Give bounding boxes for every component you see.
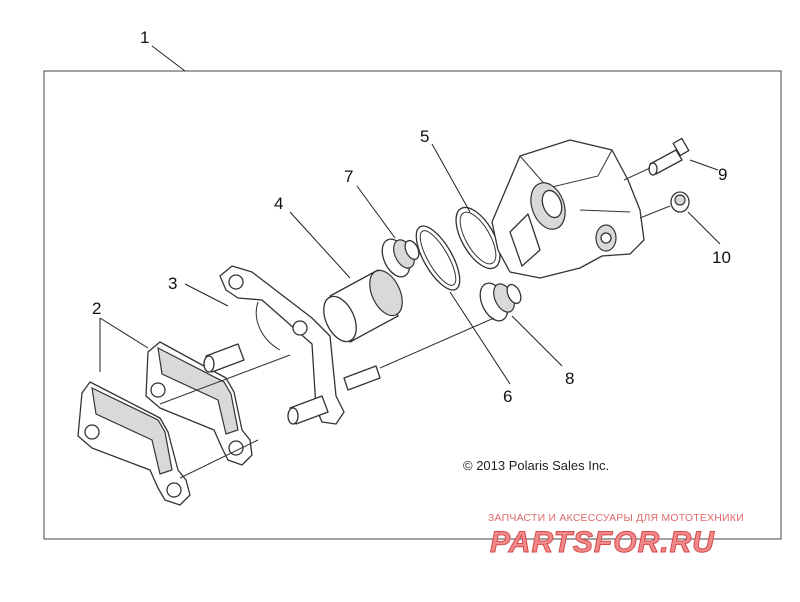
leader-6 (449, 291, 511, 385)
callout-8: 8 (565, 369, 574, 388)
watermark-brand: PARTSFOR.RU (490, 526, 715, 559)
leader-4 (289, 211, 351, 279)
caliper-bracket (203, 265, 381, 425)
bleed-cap (670, 191, 690, 213)
alignment-line (379, 317, 495, 369)
leader-2b (99, 317, 149, 349)
callout-3: 3 (168, 274, 177, 293)
callout-7: 7 (344, 167, 353, 186)
alignment-line (159, 354, 291, 405)
brake-pad-inner (145, 341, 253, 466)
callout-4: 4 (274, 194, 283, 213)
callout-1: 1 (140, 28, 149, 47)
leader-8 (511, 315, 563, 367)
alignment-line (639, 205, 671, 219)
leader-7 (356, 185, 396, 239)
leader-3 (184, 283, 229, 307)
piston-boot (381, 238, 420, 278)
callout-5: 5 (420, 127, 429, 146)
watermark-tagline: ЗАПЧАСТИ И АКСЕССУАРЫ ДЛЯ МОТОТЕХНИКИ (488, 512, 744, 524)
alignment-line (179, 439, 259, 479)
callout-2: 2 (92, 299, 101, 318)
diagram-frame (43, 70, 782, 540)
brake-pad-outer (77, 381, 191, 506)
callout-10: 10 (712, 248, 731, 267)
leader-9 (689, 159, 719, 171)
caliper-body (491, 139, 645, 279)
leader-1 (151, 45, 186, 72)
alignment-line (623, 167, 651, 181)
bleed-screw (648, 137, 690, 176)
callout-9: 9 (718, 165, 727, 184)
callout-6: 6 (503, 387, 512, 406)
seal-ring (455, 206, 501, 270)
leader-5 (431, 143, 471, 213)
leader-10 (687, 211, 721, 245)
inner-piston-boot (479, 282, 522, 322)
square-seal-ring (415, 225, 461, 291)
caliper-piston (323, 269, 403, 343)
copyright-text: © 2013 Polaris Sales Inc. (463, 458, 609, 473)
